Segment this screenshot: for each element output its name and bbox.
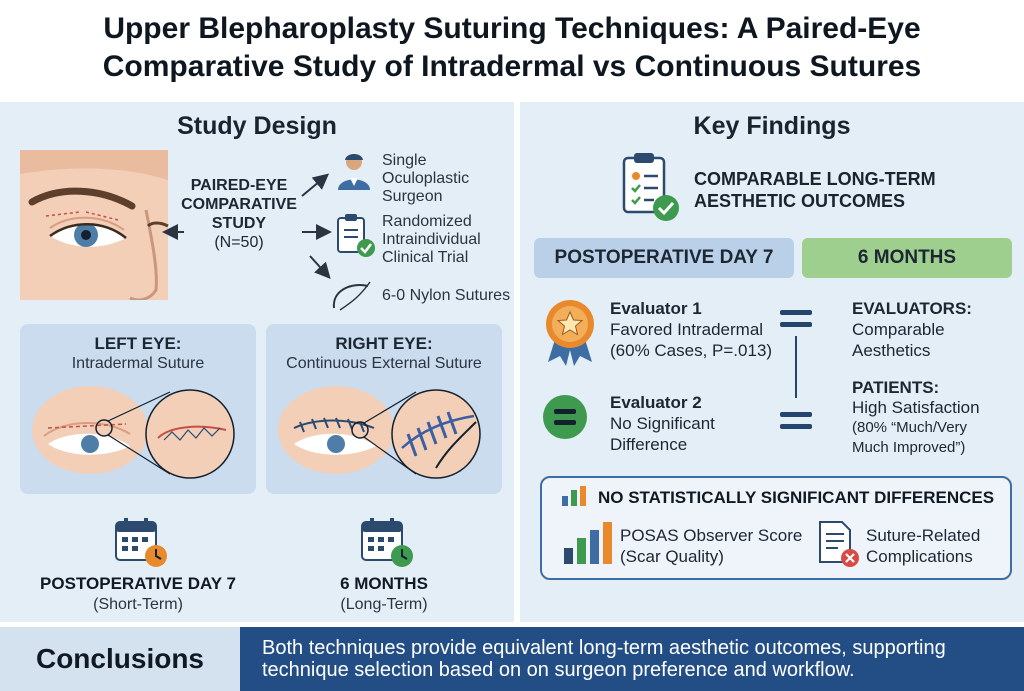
design-item-sutures: 6-0 Nylon Sutures [382, 287, 511, 304]
trial-line-1: Randomized [382, 213, 472, 230]
page-title: Upper Blepharoplasty Suturing Techniques… [0, 10, 1024, 86]
timepoint-6m-sub: (Long-Term) [340, 596, 428, 613]
evaluator-2-block: Evaluator 2 No Significant Difference [610, 392, 715, 455]
title-line-2: Comparative Study of Intradermal vs Cont… [102, 50, 922, 83]
no-significant-differences-box [540, 476, 1012, 580]
face-illustration [20, 150, 169, 308]
complications-line-2: Complications [866, 547, 973, 566]
evaluators-6m-title: EVALUATORS: [852, 299, 972, 318]
surgeon-line-3: Surgeon [382, 188, 443, 205]
trial-line-3: Clinical Trial [382, 249, 469, 266]
equals-connector [780, 310, 812, 429]
tab-6-months: 6 MONTHS [802, 238, 1012, 278]
paired-eye-line-1: PAIRED-EYE [190, 177, 288, 194]
study-design-heading: Study Design [177, 112, 337, 140]
evaluators-6m-block: EVALUATORS: Comparable Aesthetics [852, 298, 972, 361]
continuous-suture-illustration [278, 386, 481, 479]
surgeon-icon [338, 154, 370, 190]
calendar-clock-icon [115, 518, 167, 567]
intradermal-suture-illustration [32, 386, 235, 479]
patients-6m-block: PATIENTS: High Satisfaction (80% “Much/V… [852, 378, 980, 458]
patients-6m-line-2: (80% “Much/Very [852, 419, 968, 436]
posas-line-1: POSAS Observer Score [620, 526, 803, 545]
no-sig-diff-title: NO STATISTICALLY SIGNIFICANT DIFFERENCES [598, 488, 995, 507]
tab-postoperative-day7: POSTOPERATIVE DAY 7 [534, 238, 794, 278]
evaluator-2-title: Evaluator 2 [610, 393, 702, 412]
clipboard-check-icon [337, 214, 375, 257]
paired-eye-label: PAIRED-EYE COMPARATIVE STUDY (N=50) [180, 176, 298, 252]
evaluator-2-line-2: Difference [610, 435, 688, 454]
timepoint-day7-sub: (Short-Term) [93, 596, 183, 613]
right-eye-title: RIGHT EYE: [335, 334, 433, 353]
evaluator-1-block: Evaluator 1 Favored Intradermal (60% Cas… [610, 298, 772, 361]
headline-line-2: AESTHETIC OUTCOMES [694, 191, 906, 211]
left-eye-title: LEFT EYE: [94, 334, 182, 353]
design-arrows [162, 173, 332, 279]
trial-line-2: Intraindividual [382, 231, 481, 248]
left-eye-subtitle: Intradermal Suture [71, 355, 205, 372]
complications-line-1: Suture-Related [866, 526, 981, 545]
key-findings-heading: Key Findings [693, 112, 851, 140]
paired-eye-line-2: COMPARATIVE [181, 196, 297, 213]
complications-item: Suture-Related Complications [866, 525, 980, 567]
sample-size: (N=50) [214, 234, 264, 251]
award-ribbon-icon [546, 300, 594, 366]
surgeon-line-2: Oculoplastic [382, 170, 470, 187]
evaluators-6m-line-1: Comparable [852, 320, 945, 339]
design-item-surgeon: Single Oculoplastic Surgeon [382, 152, 469, 206]
title-line-1: Upper Blepharoplasty Suturing Techniques… [103, 12, 921, 45]
patients-6m-title: PATIENTS: [852, 378, 940, 397]
patients-6m-line-3: Much Improved”) [852, 439, 966, 456]
conclusions-label: Conclusions [35, 643, 204, 674]
bar-chart-icon [562, 486, 586, 506]
evaluator-1-line-2: (60% Cases, P=.013) [610, 341, 773, 360]
timepoint-day7-label: POSTOPERATIVE DAY 7 [40, 574, 236, 593]
conclusion-line-1: Both techniques provide equivalent long-… [262, 637, 946, 659]
conclusions-text: Both techniques provide equivalent long-… [240, 627, 1024, 691]
design-item-trial: Randomized Intraindividual Clinical Tria… [382, 213, 481, 267]
posas-item: POSAS Observer Score (Scar Quality) [620, 525, 802, 567]
equal-circle-icon [543, 395, 587, 439]
evaluator-1-title: Evaluator 1 [610, 299, 702, 318]
evaluator-2-line-1: No Significant [610, 414, 715, 433]
bar-chart-icon [564, 522, 612, 564]
right-eye-subtitle: Continuous External Suture [286, 355, 482, 372]
timepoint-6m-label: 6 MONTHS [340, 574, 428, 593]
patients-6m-line-1: High Satisfaction [852, 398, 980, 417]
evaluator-1-line-1: Favored Intradermal [610, 320, 764, 339]
calendar-clock-icon [361, 518, 413, 567]
paired-eye-line-3: STUDY [211, 215, 267, 232]
posas-line-2: (Scar Quality) [620, 547, 724, 566]
headline-comparable: COMPARABLE LONG-TERM AESTHETIC OUTCOMES [694, 168, 936, 212]
needle-suture-icon [332, 281, 371, 311]
evaluators-6m-line-2: Aesthetics [852, 341, 931, 360]
conclusion-line-2: technique selection based on on surgeon … [262, 659, 855, 681]
surgeon-line-1: Single [382, 152, 427, 169]
headline-line-1: COMPARABLE LONG-TERM [694, 169, 936, 189]
clipboard-check-icon [622, 153, 679, 221]
document-error-icon [819, 521, 859, 567]
